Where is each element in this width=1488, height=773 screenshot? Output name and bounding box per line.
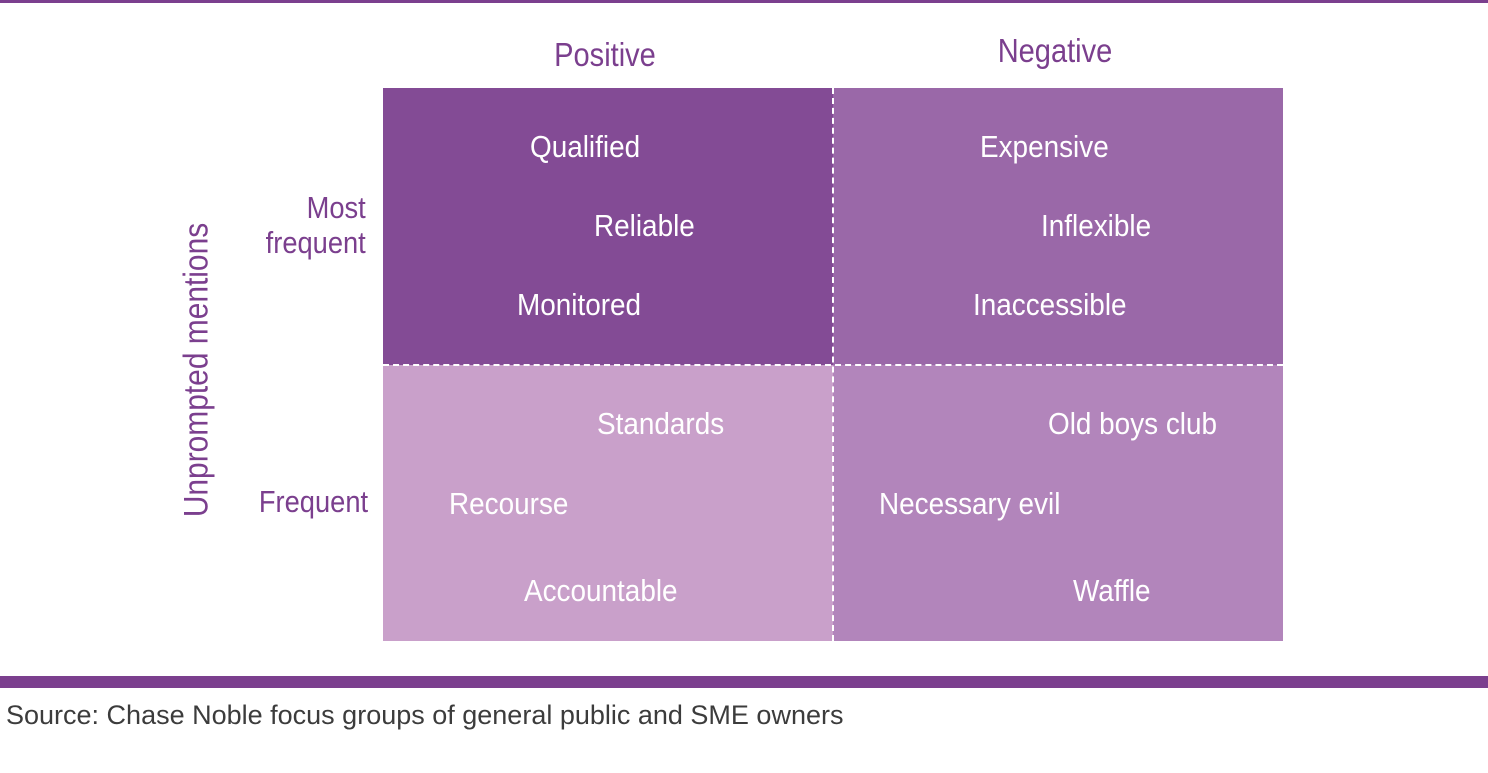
term-accountable: Accountable (524, 573, 678, 608)
quadrant-positive-frequent (383, 365, 833, 641)
row-label-most-line2: frequent (265, 225, 366, 260)
source-note: Source: Chase Noble focus groups of gene… (6, 700, 844, 730)
term-recourse: Recourse (449, 486, 569, 521)
term-waffle: Waffle (1073, 573, 1151, 608)
row-label-frequent: Frequent (258, 484, 368, 519)
term-inaccessible: Inaccessible (973, 287, 1127, 322)
term-old-boys-club: Old boys club (1048, 406, 1218, 441)
term-necessary-evil: Necessary evil (879, 486, 1061, 521)
quadrant-positive-most-frequent (383, 88, 833, 365)
term-monitored: Monitored (517, 287, 642, 322)
row-label-most-frequent: Most frequent (266, 190, 366, 260)
term-inflexible: Inflexible (1041, 208, 1152, 243)
term-reliable: Reliable (594, 208, 695, 243)
term-standards: Standards (597, 406, 725, 441)
term-expensive: Expensive (980, 129, 1109, 164)
quadrant-negative-frequent (833, 365, 1283, 641)
column-header-negative: Negative (997, 32, 1113, 69)
quadrant-negative-most-frequent (833, 88, 1283, 365)
term-qualified: Qualified (530, 129, 641, 164)
row-label-most-line1: Most (306, 190, 366, 225)
y-axis-label: Unprompted mentions (177, 222, 216, 518)
top-rule (0, 0, 1488, 3)
column-header-positive: Positive (554, 36, 656, 73)
horizontal-divider (383, 364, 1283, 366)
bottom-rule (0, 676, 1488, 688)
